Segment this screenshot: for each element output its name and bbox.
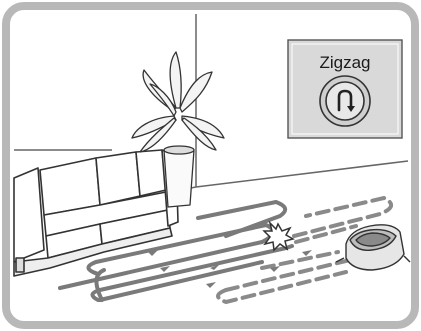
mode-label: Zigzag <box>319 53 370 72</box>
zigzag-u-turn-icon[interactable] <box>320 76 370 126</box>
mode-panel: Zigzag <box>288 40 402 138</box>
